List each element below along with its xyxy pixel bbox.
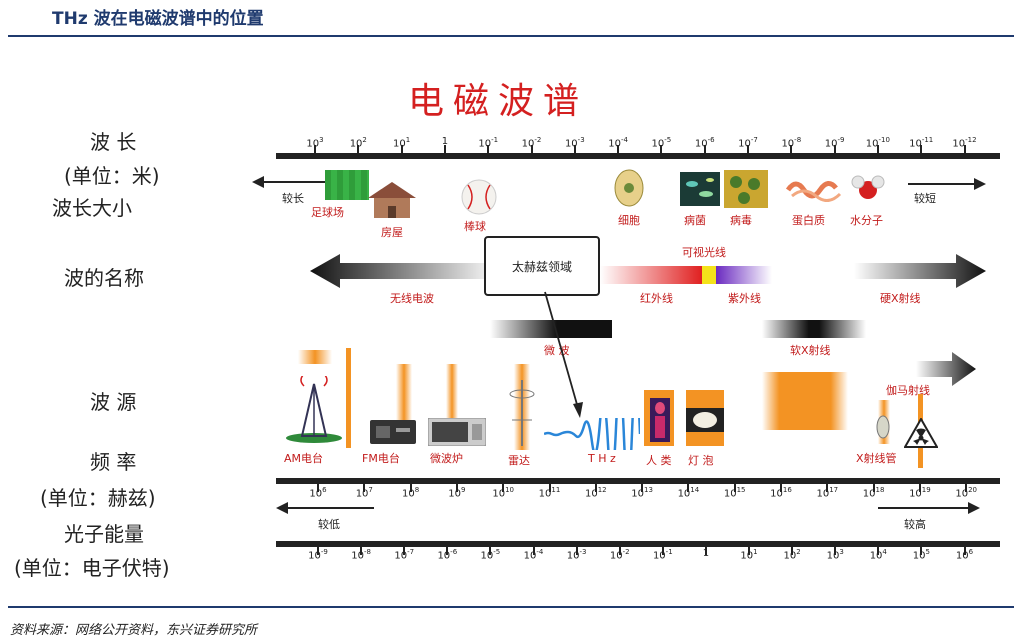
- higher-energy-label: 较高: [904, 516, 926, 532]
- higher-energy-arrow: [876, 498, 980, 518]
- microwave-oven-band: [446, 364, 458, 420]
- radiation-icon: [904, 418, 938, 448]
- fm-band: [396, 364, 412, 424]
- radar-icon: [508, 380, 536, 446]
- am-band-edge: [346, 348, 351, 448]
- lower-energy-label: 较低: [318, 516, 340, 532]
- thz-source-label: T H z: [588, 452, 616, 465]
- am-label: AM电台: [284, 450, 323, 466]
- thz-wave-icon: [544, 418, 640, 450]
- lamp-label: 灯 泡: [688, 452, 714, 468]
- fm-label: FM电台: [362, 450, 400, 466]
- xray-tube-icon: [872, 414, 894, 440]
- microwave-oven-label: 微波炉: [430, 450, 463, 466]
- lamp-icon: [686, 408, 724, 432]
- am-band: [298, 350, 332, 364]
- footer-divider: [8, 606, 1014, 608]
- xray-tube-label: X射线管: [856, 450, 897, 466]
- human-label: 人 类: [646, 452, 672, 468]
- xray-band: [762, 372, 848, 430]
- lower-energy-arrow: [276, 498, 376, 518]
- human-thermal-icon: [650, 398, 670, 442]
- fm-radio-icon: [370, 420, 416, 444]
- microwave-oven-icon: [428, 418, 486, 446]
- radar-label: 雷达: [508, 452, 530, 468]
- source-note: 资料来源：网络公开资料，东兴证券研究所: [10, 619, 257, 638]
- am-tower-icon: [284, 376, 344, 444]
